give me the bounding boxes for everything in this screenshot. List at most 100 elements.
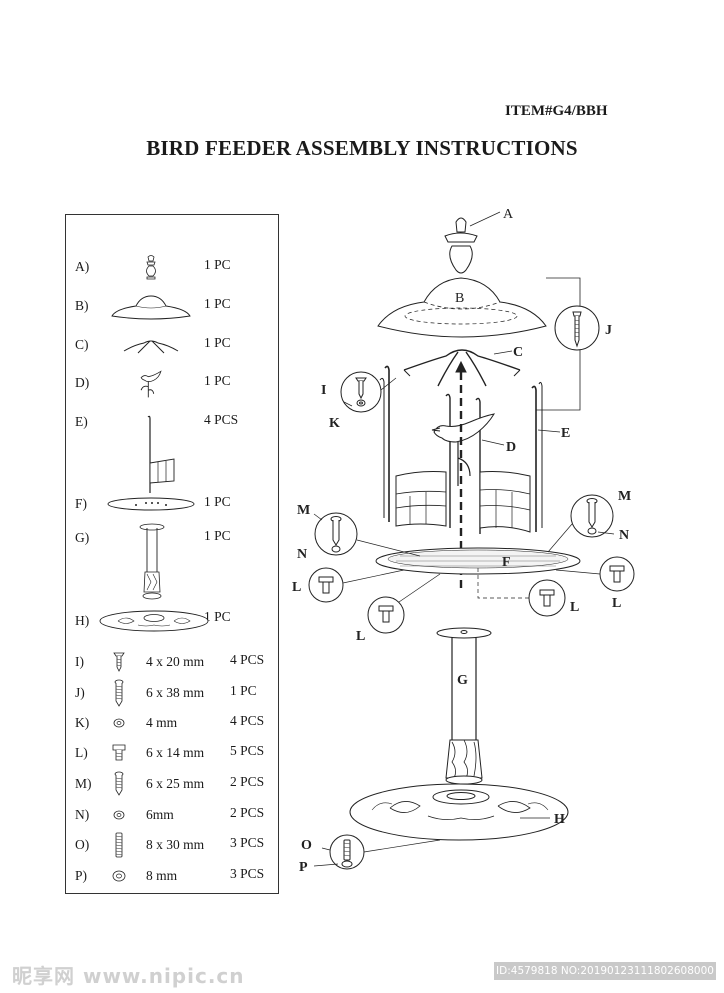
hw-key: N) [75, 807, 90, 822]
bolt-l-2-callout [367, 596, 405, 634]
label-p: P [299, 860, 308, 875]
hw-qty: 4 PCS [230, 652, 265, 667]
screw-j-callout [554, 305, 600, 351]
watermark-id: ID:4579818 NO:20190123111802608000 [494, 962, 716, 980]
hw-qty: 3 PCS [230, 835, 265, 850]
hardware-row-k: K) 4 mm 4 PCS [66, 709, 278, 737]
roof-part [377, 277, 547, 338]
item-number: ITEM#G4/BBH [505, 103, 608, 119]
part-row-h: H) 1 PC [66, 607, 278, 635]
label-l-4: L [612, 596, 621, 611]
part-qty: 1 PC [204, 335, 231, 350]
tray-icon [107, 497, 195, 511]
bolt-l-3-callout [528, 579, 566, 617]
hw-key: J) [75, 685, 85, 700]
nut-icon [112, 870, 126, 882]
label-h: H [554, 812, 565, 827]
hw-size: 8 x 30 mm [146, 837, 205, 852]
watermark-site: 昵享网 www.nipic.cn [12, 964, 245, 988]
hw-qty: 5 PCS [230, 743, 265, 758]
page-title: BIRD FEEDER ASSEMBLY INSTRUCTIONS [146, 136, 578, 160]
label-f: F [502, 555, 511, 570]
part-qty: 1 PC [204, 528, 231, 543]
hw-key: L) [75, 745, 88, 760]
hw-qty: 3 PCS [230, 866, 265, 881]
hw-size: 6 x 25 mm [146, 776, 205, 791]
label-c: C [513, 345, 523, 360]
hardware-row-i: I) 4 x 20 mm 4 PCS [66, 648, 278, 676]
pole-icon [139, 523, 165, 600]
hw-size: 4 x 20 mm [146, 654, 205, 669]
hw-key: I) [75, 654, 84, 669]
base-icon [99, 610, 209, 632]
label-d: D [506, 440, 516, 455]
part-qty: 1 PC [204, 494, 231, 509]
hw-key: P) [75, 868, 88, 883]
label-l-1: L [292, 580, 301, 595]
hw-size: 6 x 14 mm [146, 745, 205, 760]
label-m-left: M [297, 503, 310, 518]
part-qty: 1 PC [204, 373, 231, 388]
hardware-row-m: M) 6 x 25 mm 2 PCS [66, 770, 278, 798]
hardware-row-j: J) 6 x 38 mm 1 PC [66, 679, 278, 707]
hardware-row-o: O) 8 x 30 mm 3 PCS [66, 831, 278, 859]
label-n-right: N [619, 528, 629, 543]
hw-qty: 2 PCS [230, 805, 265, 820]
hw-size: 6 x 38 mm [146, 685, 205, 700]
part-row-f: F) 1 PC [66, 490, 278, 518]
hw-qty: 2 PCS [230, 774, 265, 789]
side-rod-icon [147, 415, 175, 493]
part-key: B) [75, 298, 89, 313]
hanger-bracket-icon [123, 340, 179, 354]
label-j: J [605, 323, 612, 338]
label-b: B [455, 291, 464, 306]
bolt-op-callout [329, 834, 365, 870]
part-key: H) [75, 613, 90, 628]
exploded-diagram: A B C D E F G H I J K L L L L M M N N O … [292, 207, 635, 875]
part-key: E) [75, 414, 88, 429]
pole-part [436, 627, 492, 785]
label-i: I [321, 383, 326, 398]
part-row-b: B) 1 PC [66, 292, 278, 320]
hw-size: 4 mm [146, 715, 178, 730]
part-row-e: E) 4 PCS [66, 408, 278, 436]
bird-ornament-part [431, 413, 496, 486]
hardware-row-n: N) 6mm 2 PCS [66, 801, 278, 829]
part-key: G) [75, 530, 90, 545]
washer-icon [113, 718, 125, 728]
part-row-d: D) 1 PC [66, 369, 278, 398]
hardware-row-l: L) 6 x 14 mm 5 PCS [66, 739, 278, 767]
label-e: E [561, 426, 570, 441]
bird-ornament-icon [140, 370, 162, 398]
hw-key: K) [75, 715, 90, 730]
label-o: O [301, 838, 312, 853]
screw-icon [113, 652, 125, 672]
parts-list: A) 1 PC B) 1 PC C) 1 PC D) 1 PC E) 4 PCS [65, 214, 279, 894]
hw-key: M) [75, 776, 92, 791]
screw-icon [114, 771, 124, 796]
bolt-l-4-callout [599, 556, 635, 592]
bolt-icon [112, 744, 126, 761]
part-qty: 1 PC [204, 609, 231, 624]
threaded-bolt-icon [115, 832, 123, 858]
hw-qty: 4 PCS [230, 713, 265, 728]
label-g: G [457, 673, 468, 688]
hw-size: 6mm [146, 807, 174, 822]
label-k: K [329, 416, 340, 431]
tray-part [375, 547, 581, 575]
hardware-row-p: P) 8 mm 3 PCS [66, 862, 278, 890]
label-l-2: L [356, 629, 365, 644]
hanger-bracket-part [403, 349, 521, 387]
hw-qty: 1 PC [230, 683, 257, 698]
part-qty: 4 PCS [204, 412, 239, 427]
screw-m-right-callout [570, 494, 614, 538]
finial-icon [146, 255, 156, 280]
part-row-g: G) 1 PC [66, 524, 278, 552]
base-part [349, 783, 569, 841]
bolt-l-1-callout [308, 567, 344, 603]
part-row-c: C) 1 PC [66, 331, 278, 359]
part-key: D) [75, 375, 90, 390]
part-row-a: A) 1 PC [66, 253, 278, 281]
label-a: A [503, 207, 514, 222]
roof-icon [111, 295, 191, 320]
